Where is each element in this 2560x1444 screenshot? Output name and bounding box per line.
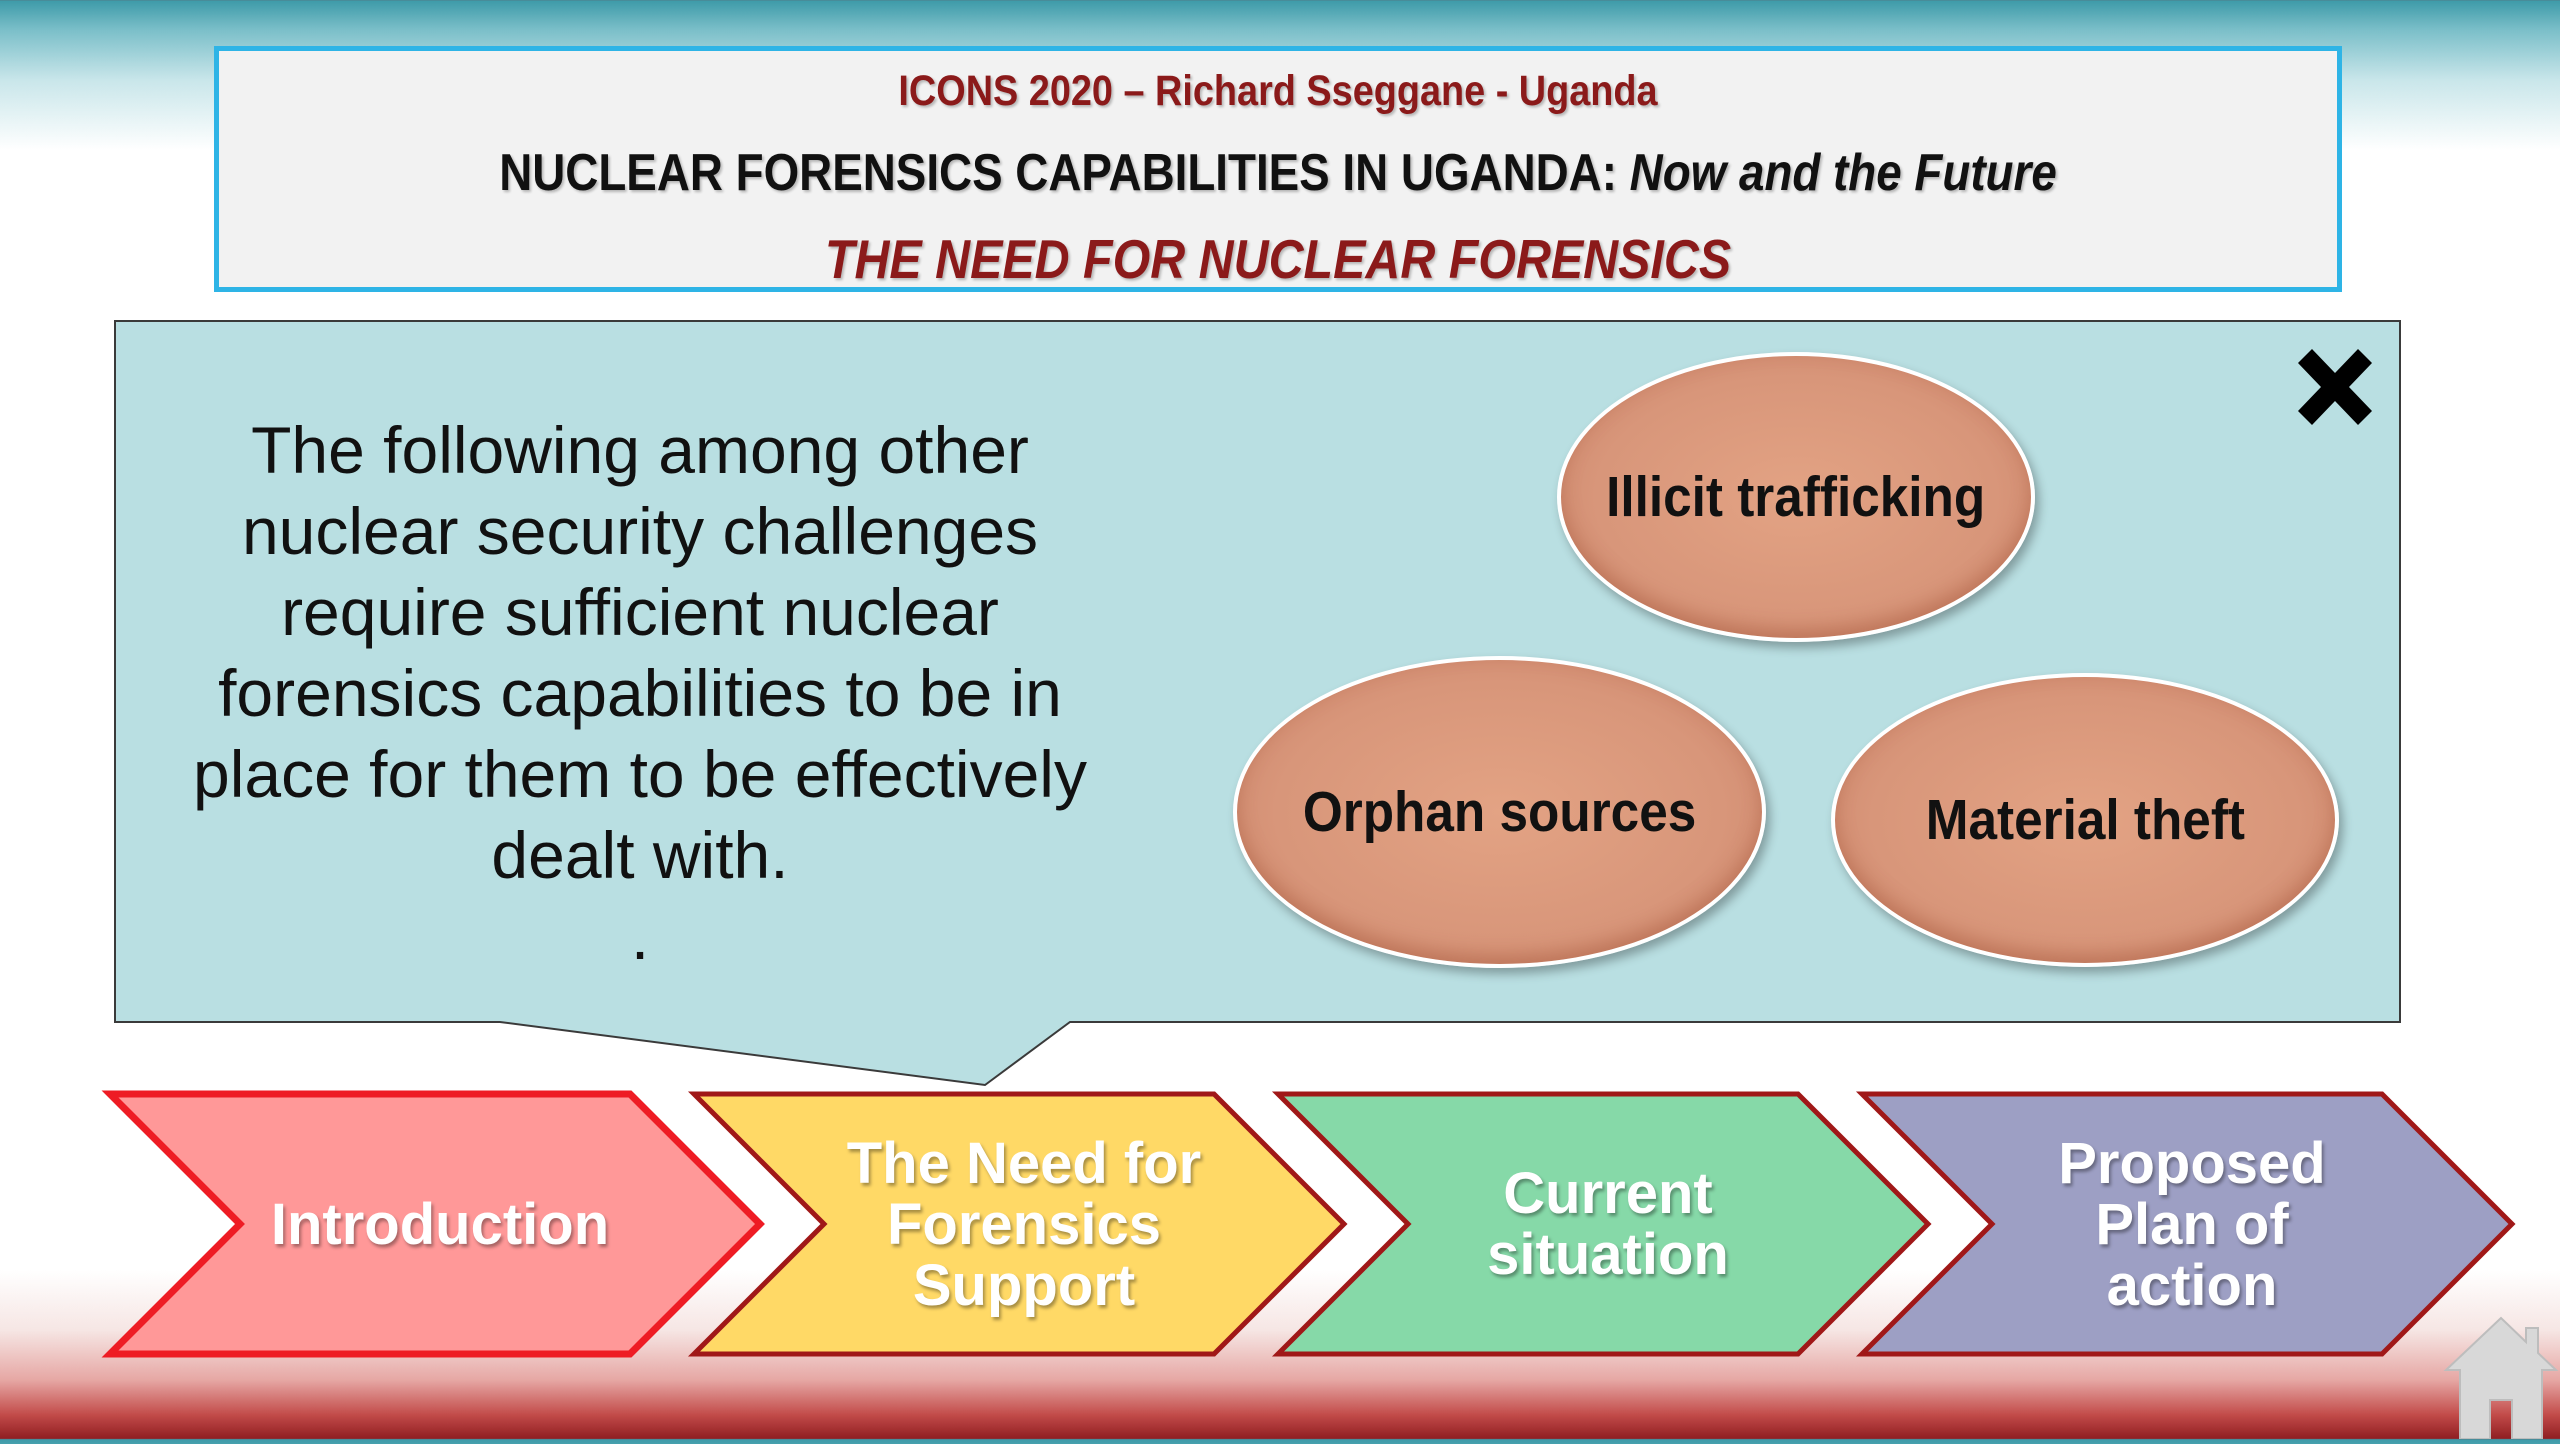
callout-line: dealt with.	[491, 818, 789, 892]
presentation-title: NUCLEAR FORENSICS CAPABILITIES IN UGANDA…	[346, 143, 2210, 203]
chevron-polygon	[101, 1090, 765, 1358]
nav-label: Current situation	[1408, 1090, 1808, 1358]
chevron-shape	[1271, 1091, 1932, 1357]
nav-label-line: action	[2106, 1252, 2278, 1318]
nav-label-line: Current	[1503, 1161, 1713, 1226]
nav-label-line: Support	[912, 1252, 1136, 1318]
section-title: THE NEED FOR NUCLEAR FORENSICS	[824, 228, 1732, 290]
nav-label: Introduction	[240, 1090, 640, 1358]
chevron-polygon	[687, 1091, 1348, 1357]
nav-need-for-forensics[interactable]: The Need for Forensics Support	[687, 1090, 1394, 1358]
title-italic: Now and the Future	[1629, 144, 2057, 202]
close-x-icon[interactable]	[2290, 345, 2380, 430]
challenge-label: Orphan sources	[1302, 780, 1697, 844]
callout-text: The following among other nuclear securi…	[150, 410, 1130, 977]
chevron-shape	[101, 1090, 765, 1358]
challenge-label: Illicit trafficking	[1606, 465, 1986, 529]
challenge-material-theft: Material theft	[1831, 673, 2339, 967]
nav-label-line: Introduction	[270, 1191, 610, 1257]
nav-label-line: situation	[1487, 1222, 1729, 1287]
chevron-shape	[687, 1091, 1348, 1357]
nav-current-situation[interactable]: Current situation	[1271, 1090, 1978, 1358]
header-box: ICONS 2020 – Richard Sseggane - Uganda N…	[214, 46, 2342, 292]
conference-subtitle: ICONS 2020 – Richard Sseggane - Uganda	[898, 67, 1658, 115]
callout-line: place for them to be effectively	[193, 737, 1087, 811]
nav-proposed-plan[interactable]: Proposed Plan of action	[1855, 1090, 2560, 1358]
nav-label: Proposed Plan of action	[1992, 1090, 2392, 1358]
nav-introduction[interactable]: Introduction	[101, 1090, 810, 1358]
chevron-polygon	[1855, 1091, 2516, 1357]
chevron-polygon	[1271, 1091, 1932, 1357]
challenge-illicit-trafficking: Illicit trafficking	[1557, 352, 2035, 642]
home-icon[interactable]	[2442, 1312, 2560, 1440]
nav-label: The Need for Forensics Support	[824, 1090, 1224, 1358]
callout-line: The following among other	[251, 413, 1029, 487]
title-main: NUCLEAR FORENSICS CAPABILITIES IN UGANDA…	[499, 144, 1630, 202]
nav-label-line: Forensics	[887, 1191, 1161, 1257]
callout-line: forensics capabilities to be in	[218, 656, 1062, 730]
nav-label-line: The Need for	[846, 1130, 1202, 1196]
callout-line: nuclear security challenges	[241, 494, 1039, 568]
challenge-label: Material theft	[1925, 788, 2245, 852]
challenge-orphan-sources: Orphan sources	[1233, 656, 1766, 968]
callout-line: require sufficient nuclear	[281, 575, 999, 649]
callout-line: .	[630, 899, 650, 973]
nav-label-line: Proposed	[2058, 1130, 2326, 1196]
chevron-shape	[1855, 1091, 2516, 1357]
nav-label-line: Plan of	[2095, 1191, 2289, 1257]
